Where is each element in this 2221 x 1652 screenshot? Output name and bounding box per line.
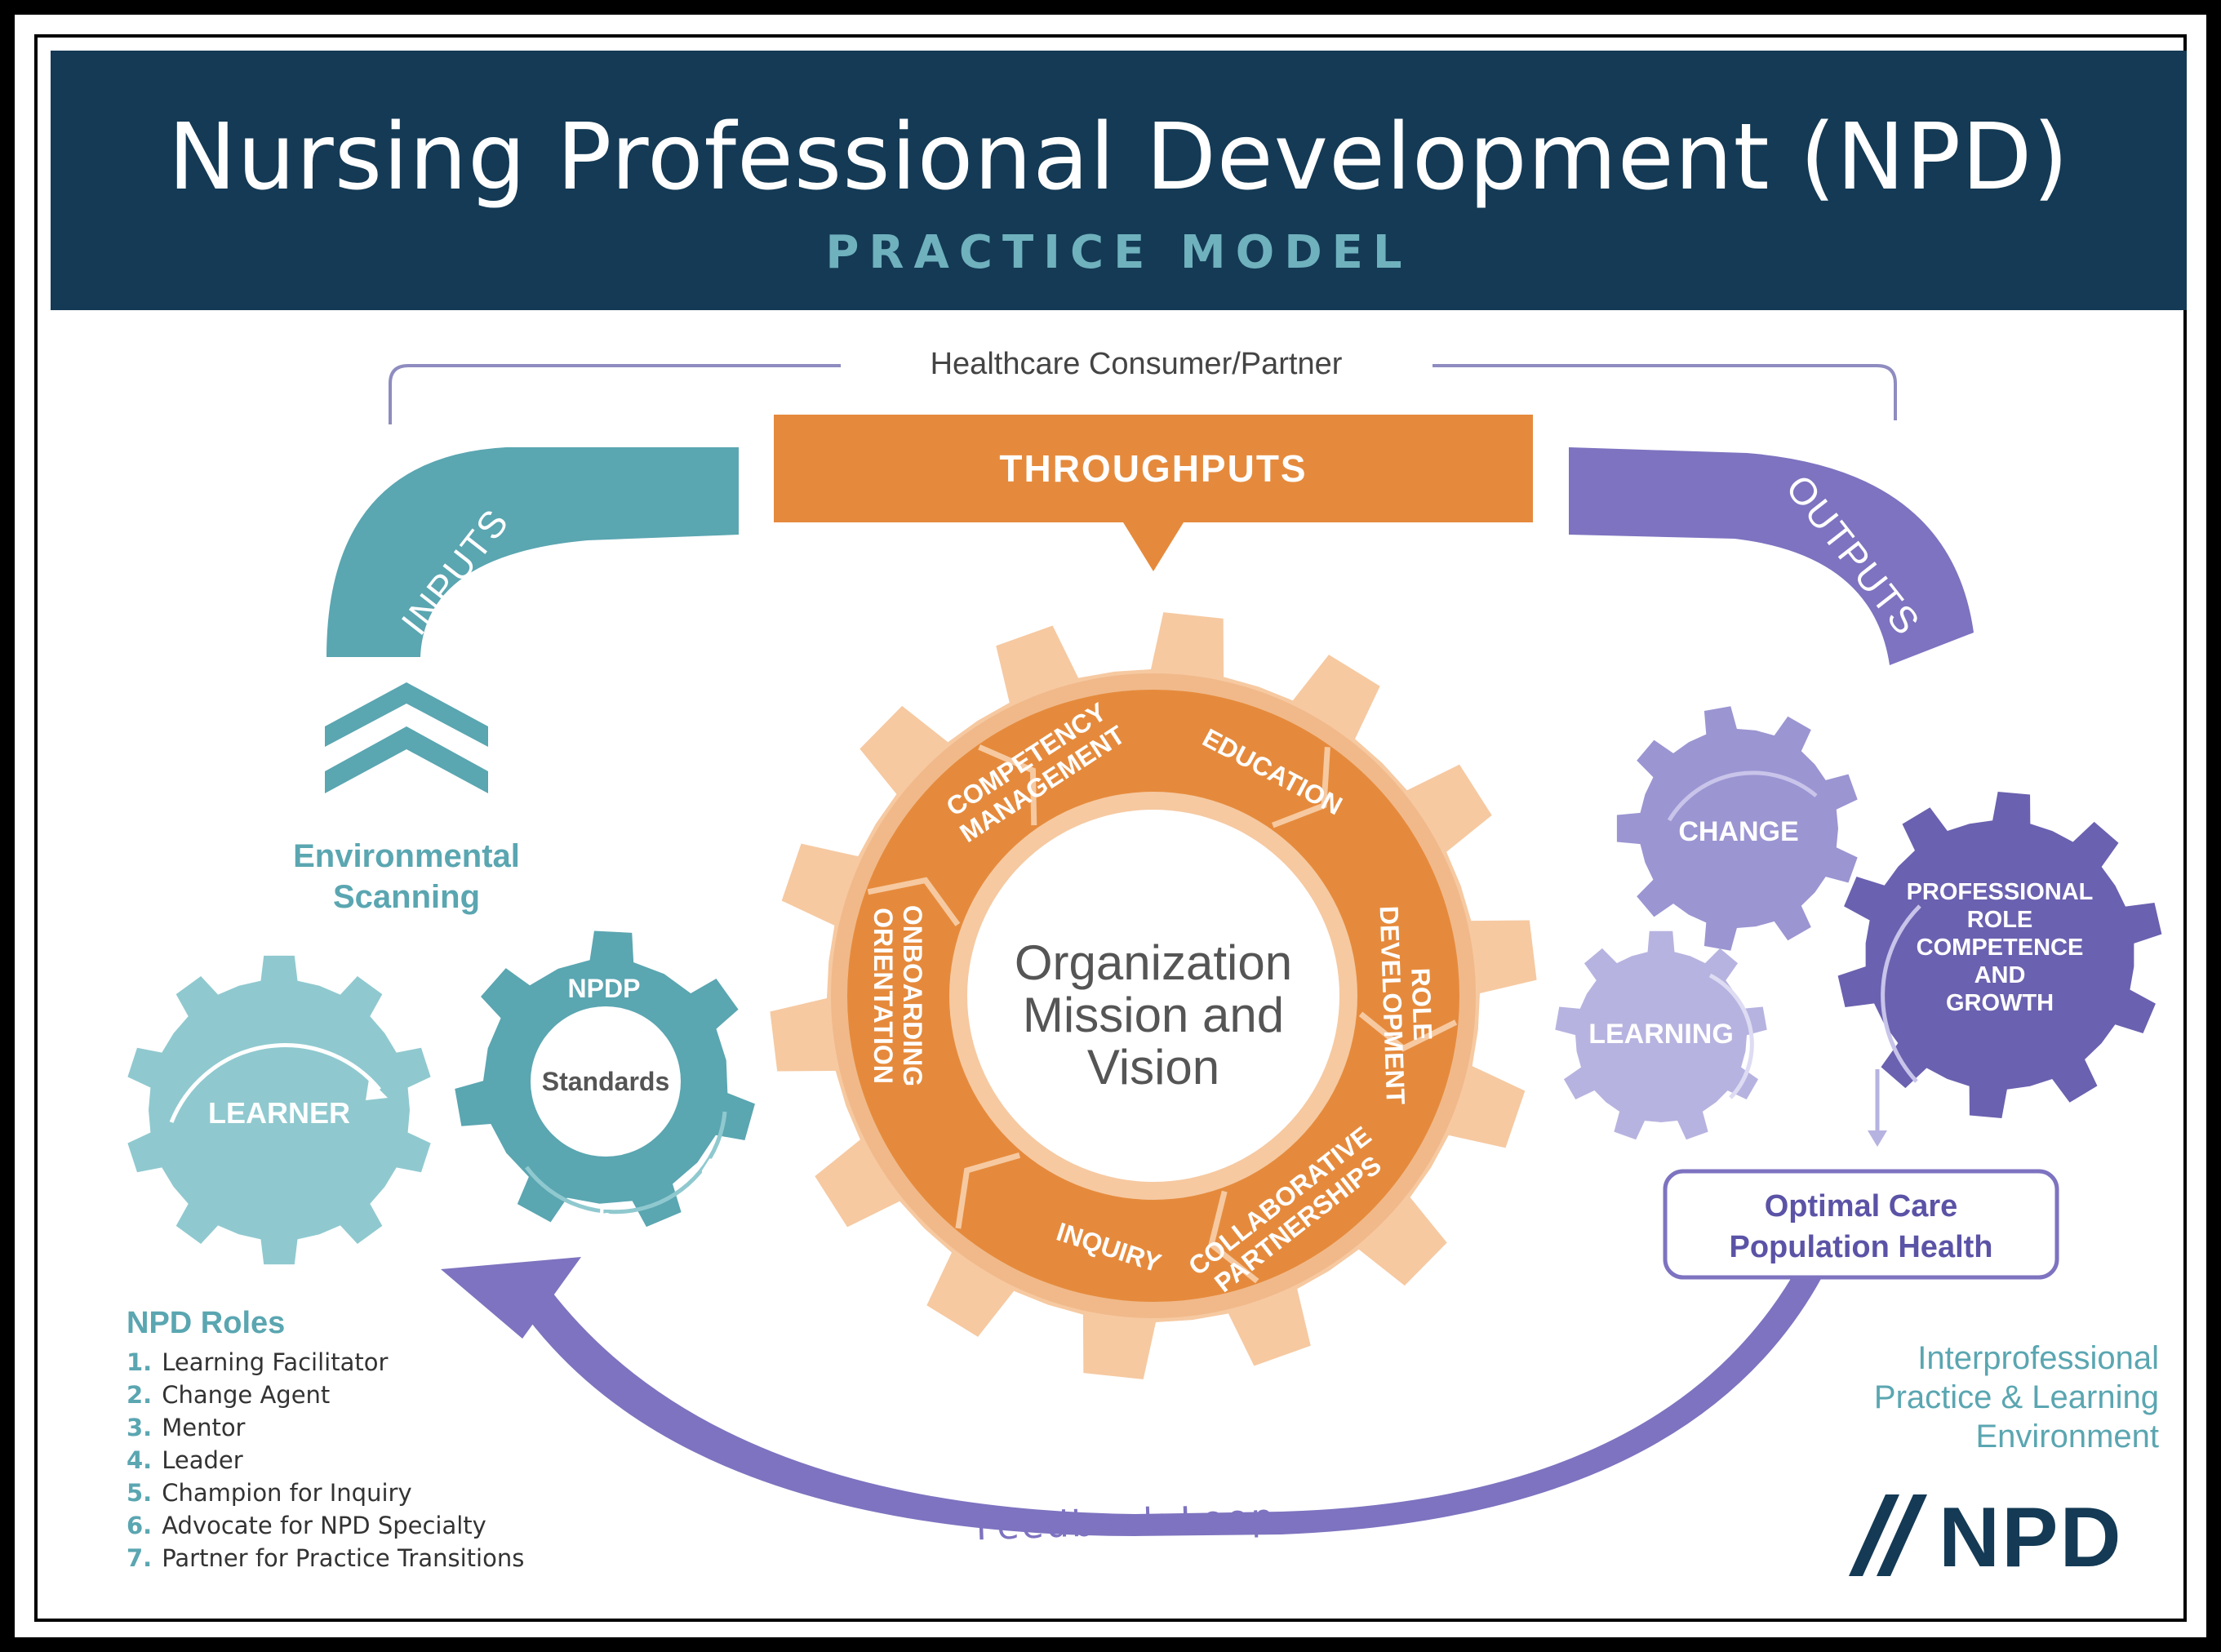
inputs-arrow bbox=[326, 447, 739, 657]
feedback-arrow-head-icon bbox=[441, 1257, 581, 1339]
segment-divider bbox=[867, 877, 961, 926]
professional-line5: GROWTH bbox=[1946, 990, 2054, 1016]
learner-label: LEARNER bbox=[208, 1096, 350, 1130]
page-subtitle: PRACTICE MODEL bbox=[825, 226, 1412, 279]
change-label: CHANGE bbox=[1678, 816, 1798, 847]
npdp-center-disc bbox=[531, 1006, 681, 1157]
role-item: 1. Learning Facilitator bbox=[127, 1346, 698, 1379]
throughputs-label: THROUGHPUTS bbox=[999, 447, 1307, 490]
role-item: 7. Partner for Practice Transitions bbox=[127, 1542, 698, 1574]
environment-label: Interprofessional Practice & Learning En… bbox=[1783, 1339, 2159, 1456]
logo-text: NPD bbox=[1939, 1490, 2123, 1585]
role-item: 4. Leader bbox=[127, 1444, 698, 1477]
role-item: 3. Mentor bbox=[127, 1411, 698, 1444]
role-label: Leader bbox=[162, 1446, 243, 1474]
professional-line2: ROLE bbox=[1967, 907, 2033, 933]
role-label: Partner for Practice Transitions bbox=[162, 1544, 525, 1572]
segment-divider bbox=[1272, 747, 1330, 828]
role-label: Mentor bbox=[162, 1414, 246, 1441]
segment-label: ORIENTATION bbox=[868, 908, 898, 1084]
learning-gear bbox=[1555, 930, 1767, 1140]
npdp-standards-label: Standards bbox=[542, 1067, 669, 1096]
role-number: 2. bbox=[127, 1381, 153, 1409]
consumer-bracket bbox=[389, 364, 1897, 424]
npdp-top-label: NPDP bbox=[568, 974, 641, 1003]
npdp-number: 5 bbox=[598, 1201, 613, 1231]
role-item: 5. Champion for Inquiry bbox=[127, 1477, 698, 1509]
environmental-scanning-line2: Scanning bbox=[333, 879, 480, 915]
segment-divider bbox=[1208, 1190, 1259, 1284]
professional-line4: AND bbox=[1974, 962, 2026, 988]
segment-label: DEVELOPMENT bbox=[1375, 905, 1410, 1105]
arrow-head-icon bbox=[366, 1079, 388, 1100]
profGear-shape bbox=[1837, 792, 2162, 1118]
optimal-care-line1: Optimal Care bbox=[1765, 1189, 1958, 1223]
role-number: 4. bbox=[127, 1446, 153, 1474]
header-banner: Nursing Professional Development (NPD) P… bbox=[51, 51, 2187, 310]
chevron-up-icon bbox=[325, 726, 488, 793]
learning-cycle-arrow bbox=[1708, 973, 1754, 1099]
logo-slashes-icon bbox=[1849, 1494, 1927, 1576]
learning-label: LEARNING bbox=[1588, 1019, 1734, 1050]
outputs-arrow bbox=[1569, 447, 1974, 665]
segment-divider bbox=[955, 1152, 1021, 1229]
page-border bbox=[34, 34, 2187, 1622]
change-gear bbox=[1616, 706, 1858, 951]
professional-cycle-arrow bbox=[1881, 904, 1921, 1083]
role-label: Advocate for NPD Specialty bbox=[162, 1512, 486, 1539]
professional-line3: COMPETENCE bbox=[1917, 935, 2084, 961]
role-item: 2. Change Agent bbox=[127, 1379, 698, 1411]
npdp-number: 1 bbox=[531, 950, 546, 979]
learningGear-shape bbox=[1555, 930, 1767, 1140]
learner-cycle-arrow bbox=[169, 1043, 381, 1123]
segment-divider bbox=[978, 744, 1037, 826]
chevron-up-icon bbox=[325, 682, 488, 747]
npd-roles-title: NPD Roles bbox=[127, 1306, 286, 1340]
role-label: Change Agent bbox=[162, 1381, 331, 1409]
change-cycle-arrow bbox=[1667, 770, 1818, 822]
learner-gear bbox=[127, 955, 431, 1265]
optimal-care-line2: Population Health bbox=[1730, 1230, 1993, 1264]
role-number: 6. bbox=[127, 1512, 153, 1539]
consumer-label: Healthcare Consumer/Partner bbox=[931, 347, 1343, 381]
environment-line1: Interprofessional bbox=[1917, 1340, 2159, 1376]
page-title: Nursing Professional Development (NPD) bbox=[167, 104, 2070, 211]
segment-dividers bbox=[867, 744, 1458, 1284]
npdp-cycle-arrow bbox=[524, 1111, 727, 1215]
npd-roles-list: NPD Roles 1. Learning Facilitator 2. Chang… bbox=[127, 1306, 698, 1574]
role-number: 1. bbox=[127, 1348, 153, 1376]
center-line3: Vision bbox=[1087, 1040, 1219, 1095]
center-line1: Organization bbox=[1015, 935, 1292, 990]
npdp-number: 2 bbox=[640, 939, 655, 968]
optimal-care-box bbox=[1663, 1169, 2059, 1280]
down-arrow-head-icon bbox=[1868, 1130, 1887, 1147]
segment-label: ROLE bbox=[1406, 967, 1437, 1041]
npdp-numbers: 1 2 3 4 5 6 7 bbox=[466, 939, 746, 1231]
npd-logo: NPD bbox=[1849, 1490, 2167, 1588]
professional-line1: PROFESSIONAL bbox=[1907, 879, 2094, 905]
role-number: 5. bbox=[127, 1479, 153, 1507]
environment-line3: Environment bbox=[1975, 1419, 2159, 1454]
npdp-number: 6 bbox=[495, 1153, 510, 1183]
central-disc bbox=[967, 810, 1339, 1182]
environmental-scanning-line1: Environmental bbox=[293, 838, 520, 874]
center-line2: Mission and bbox=[1023, 988, 1284, 1042]
segment-divider bbox=[1358, 1011, 1458, 1052]
role-label: Champion for Inquiry bbox=[162, 1479, 412, 1507]
segment-label: ONBOARDING bbox=[898, 905, 927, 1086]
role-label: Learning Facilitator bbox=[162, 1348, 389, 1376]
feedback-loop-label: Feedback Loop bbox=[975, 1497, 1277, 1549]
role-number: 7. bbox=[127, 1544, 153, 1572]
changeGear-shape bbox=[1616, 706, 1858, 951]
role-number: 3. bbox=[127, 1414, 153, 1441]
npdp-number: 7 bbox=[466, 1043, 481, 1072]
npdp-number: 3 bbox=[731, 1043, 746, 1072]
npdp-number: 4 bbox=[701, 1153, 716, 1183]
learnerGear-shape bbox=[127, 955, 431, 1265]
throughputs-banner bbox=[774, 415, 1533, 571]
environment-line2: Practice & Learning bbox=[1873, 1379, 2159, 1415]
professional-gear bbox=[1837, 792, 2162, 1118]
role-item: 6. Advocate for NPD Specialty bbox=[127, 1509, 698, 1542]
